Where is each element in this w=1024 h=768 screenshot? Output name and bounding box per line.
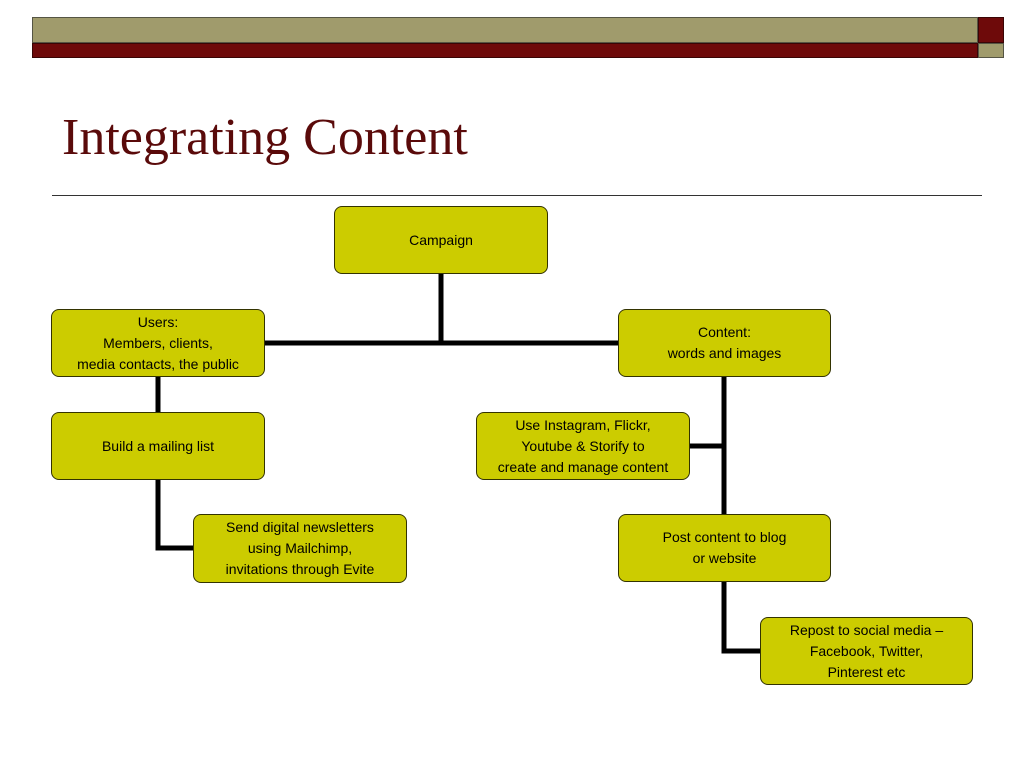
node-mailing-list: Build a mailing list: [51, 412, 265, 480]
connector-mailing-newsletter: [155, 480, 193, 551]
slide-title: Integrating Content: [62, 109, 468, 166]
corner-square-maroon: [978, 17, 1004, 43]
header-bar-maroon: [32, 43, 978, 58]
node-users: Users: Members, clients, media contacts,…: [51, 309, 265, 377]
title-divider: [52, 195, 982, 196]
node-post-blog: Post content to blog or website: [618, 514, 831, 582]
node-content: Content: words and images: [618, 309, 831, 377]
connector-blog-repost: [721, 582, 760, 654]
header-bar-olive: [32, 17, 978, 43]
node-campaign: Campaign: [334, 206, 548, 274]
node-instagram-tools: Use Instagram, Flickr, Youtube & Storify…: [476, 412, 690, 480]
node-newsletters: Send digital newsletters using Mailchimp…: [193, 514, 407, 583]
node-repost-social: Repost to social media – Facebook, Twitt…: [760, 617, 973, 685]
corner-square-olive: [978, 43, 1004, 58]
